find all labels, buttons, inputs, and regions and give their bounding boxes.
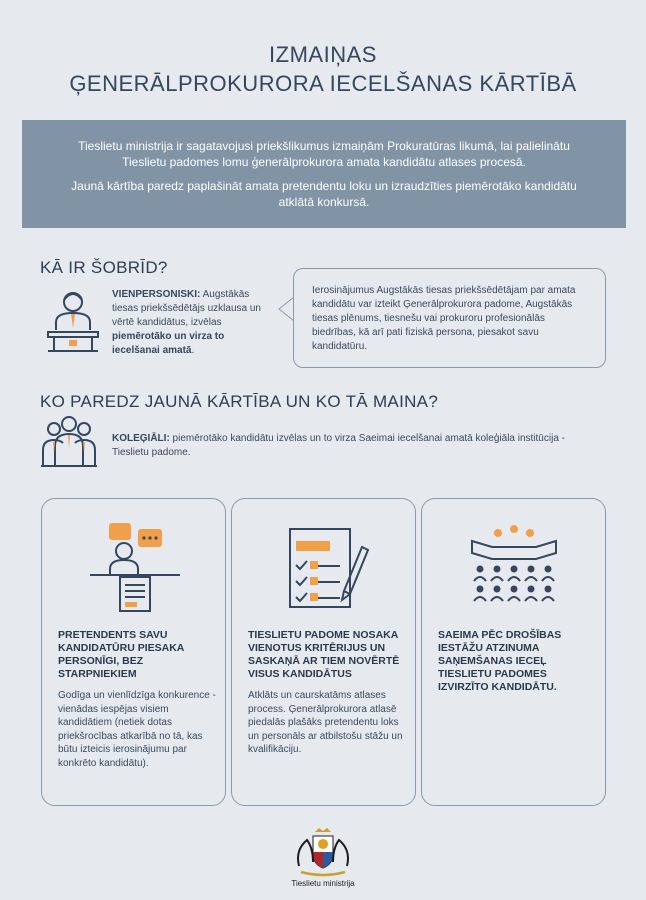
card-uniform-criteria: TIESLIETU PADOME NOSAKA VIENOTUS KRITĒRI… <box>231 498 416 806</box>
person-at-podium-icon <box>47 292 99 352</box>
card-2-heading: TIESLIETU PADOME NOSAKA VIENOTUS KRITĒRI… <box>248 629 400 680</box>
new-body: piemērotāko kandidātu izvēlas un to virz… <box>112 433 565 458</box>
three-people-icon <box>41 416 97 467</box>
intro-paragraph-1: Tieslietu ministrija ir sagatavojusi pri… <box>78 139 570 169</box>
card-2-body: Atklāts un caurskatāms atlases process. … <box>248 690 403 755</box>
intro-box: Tieslietu ministrija ir sagatavojusi pri… <box>22 120 626 228</box>
current-label: VIENPERSONISKI: <box>112 289 201 300</box>
current-end: . <box>191 345 195 356</box>
section-heading-new: KO PAREDZ JAUNĀ KĀRTĪBA UN KO TĀ MAINA? <box>40 392 439 411</box>
current-body: Augstākās tiesas priekšsēdētājs uzklausa… <box>112 289 261 328</box>
title-line-1: IZMAIŅAS <box>269 42 377 67</box>
section-heading-now: KĀ IR ŠOBRĪD? <box>40 258 168 277</box>
card-personal-application: PRETENDENTS SAVU KANDIDATŪRU PIESAKA PER… <box>41 498 226 806</box>
bubble-tail <box>278 296 295 322</box>
coat-of-arms-icon <box>297 828 349 877</box>
bubble-text: Ierosinājumus Augstākās tiesas priekšsēd… <box>312 285 576 352</box>
checklist-pen-icon <box>289 528 370 608</box>
parliament-assembly-icon <box>471 525 557 602</box>
card-3-heading: SAEIMA PĒC DROŠĪBAS IESTĀŽU ATZINUMA SAŅ… <box>438 629 562 693</box>
title-line-2: ĢENERĀLPROKURORA IECELŠANAS KĀRTĪBĀ <box>69 71 577 96</box>
person-speech-bubbles-icon <box>90 523 180 612</box>
card-1-heading: PRETENDENTS SAVU KANDIDATŪRU PIESAKA PER… <box>58 629 184 680</box>
current-highlight: piemērotāko un virza to iecelšanai amatā <box>112 331 225 356</box>
card-1-body: Godīga un vienlīdzīga konkurence - vienā… <box>58 690 216 769</box>
intro-paragraph-2: Jaunā kārtība paredz paplašināt amata pr… <box>71 179 577 209</box>
proposals-speech-bubble: Ierosinājumus Augstākās tiesas priekšsēd… <box>293 268 606 368</box>
new-procedure-text: KOLEĢIĀLI: piemērotāko kandidātu izvēlas… <box>112 432 582 460</box>
ministry-name: Tieslietu ministrija <box>291 879 355 888</box>
new-label: KOLEĢIĀLI: <box>112 433 170 444</box>
current-procedure-text: VIENPERSONISKI: Augstākās tiesas priekšs… <box>112 288 270 358</box>
card-parliament-appoints: SAEIMA PĒC DROŠĪBAS IESTĀŽU ATZINUMA SAŅ… <box>421 498 606 806</box>
page-title: IZMAIŅAS ĢENERĀLPROKURORA IECELŠANAS KĀR… <box>0 40 646 98</box>
